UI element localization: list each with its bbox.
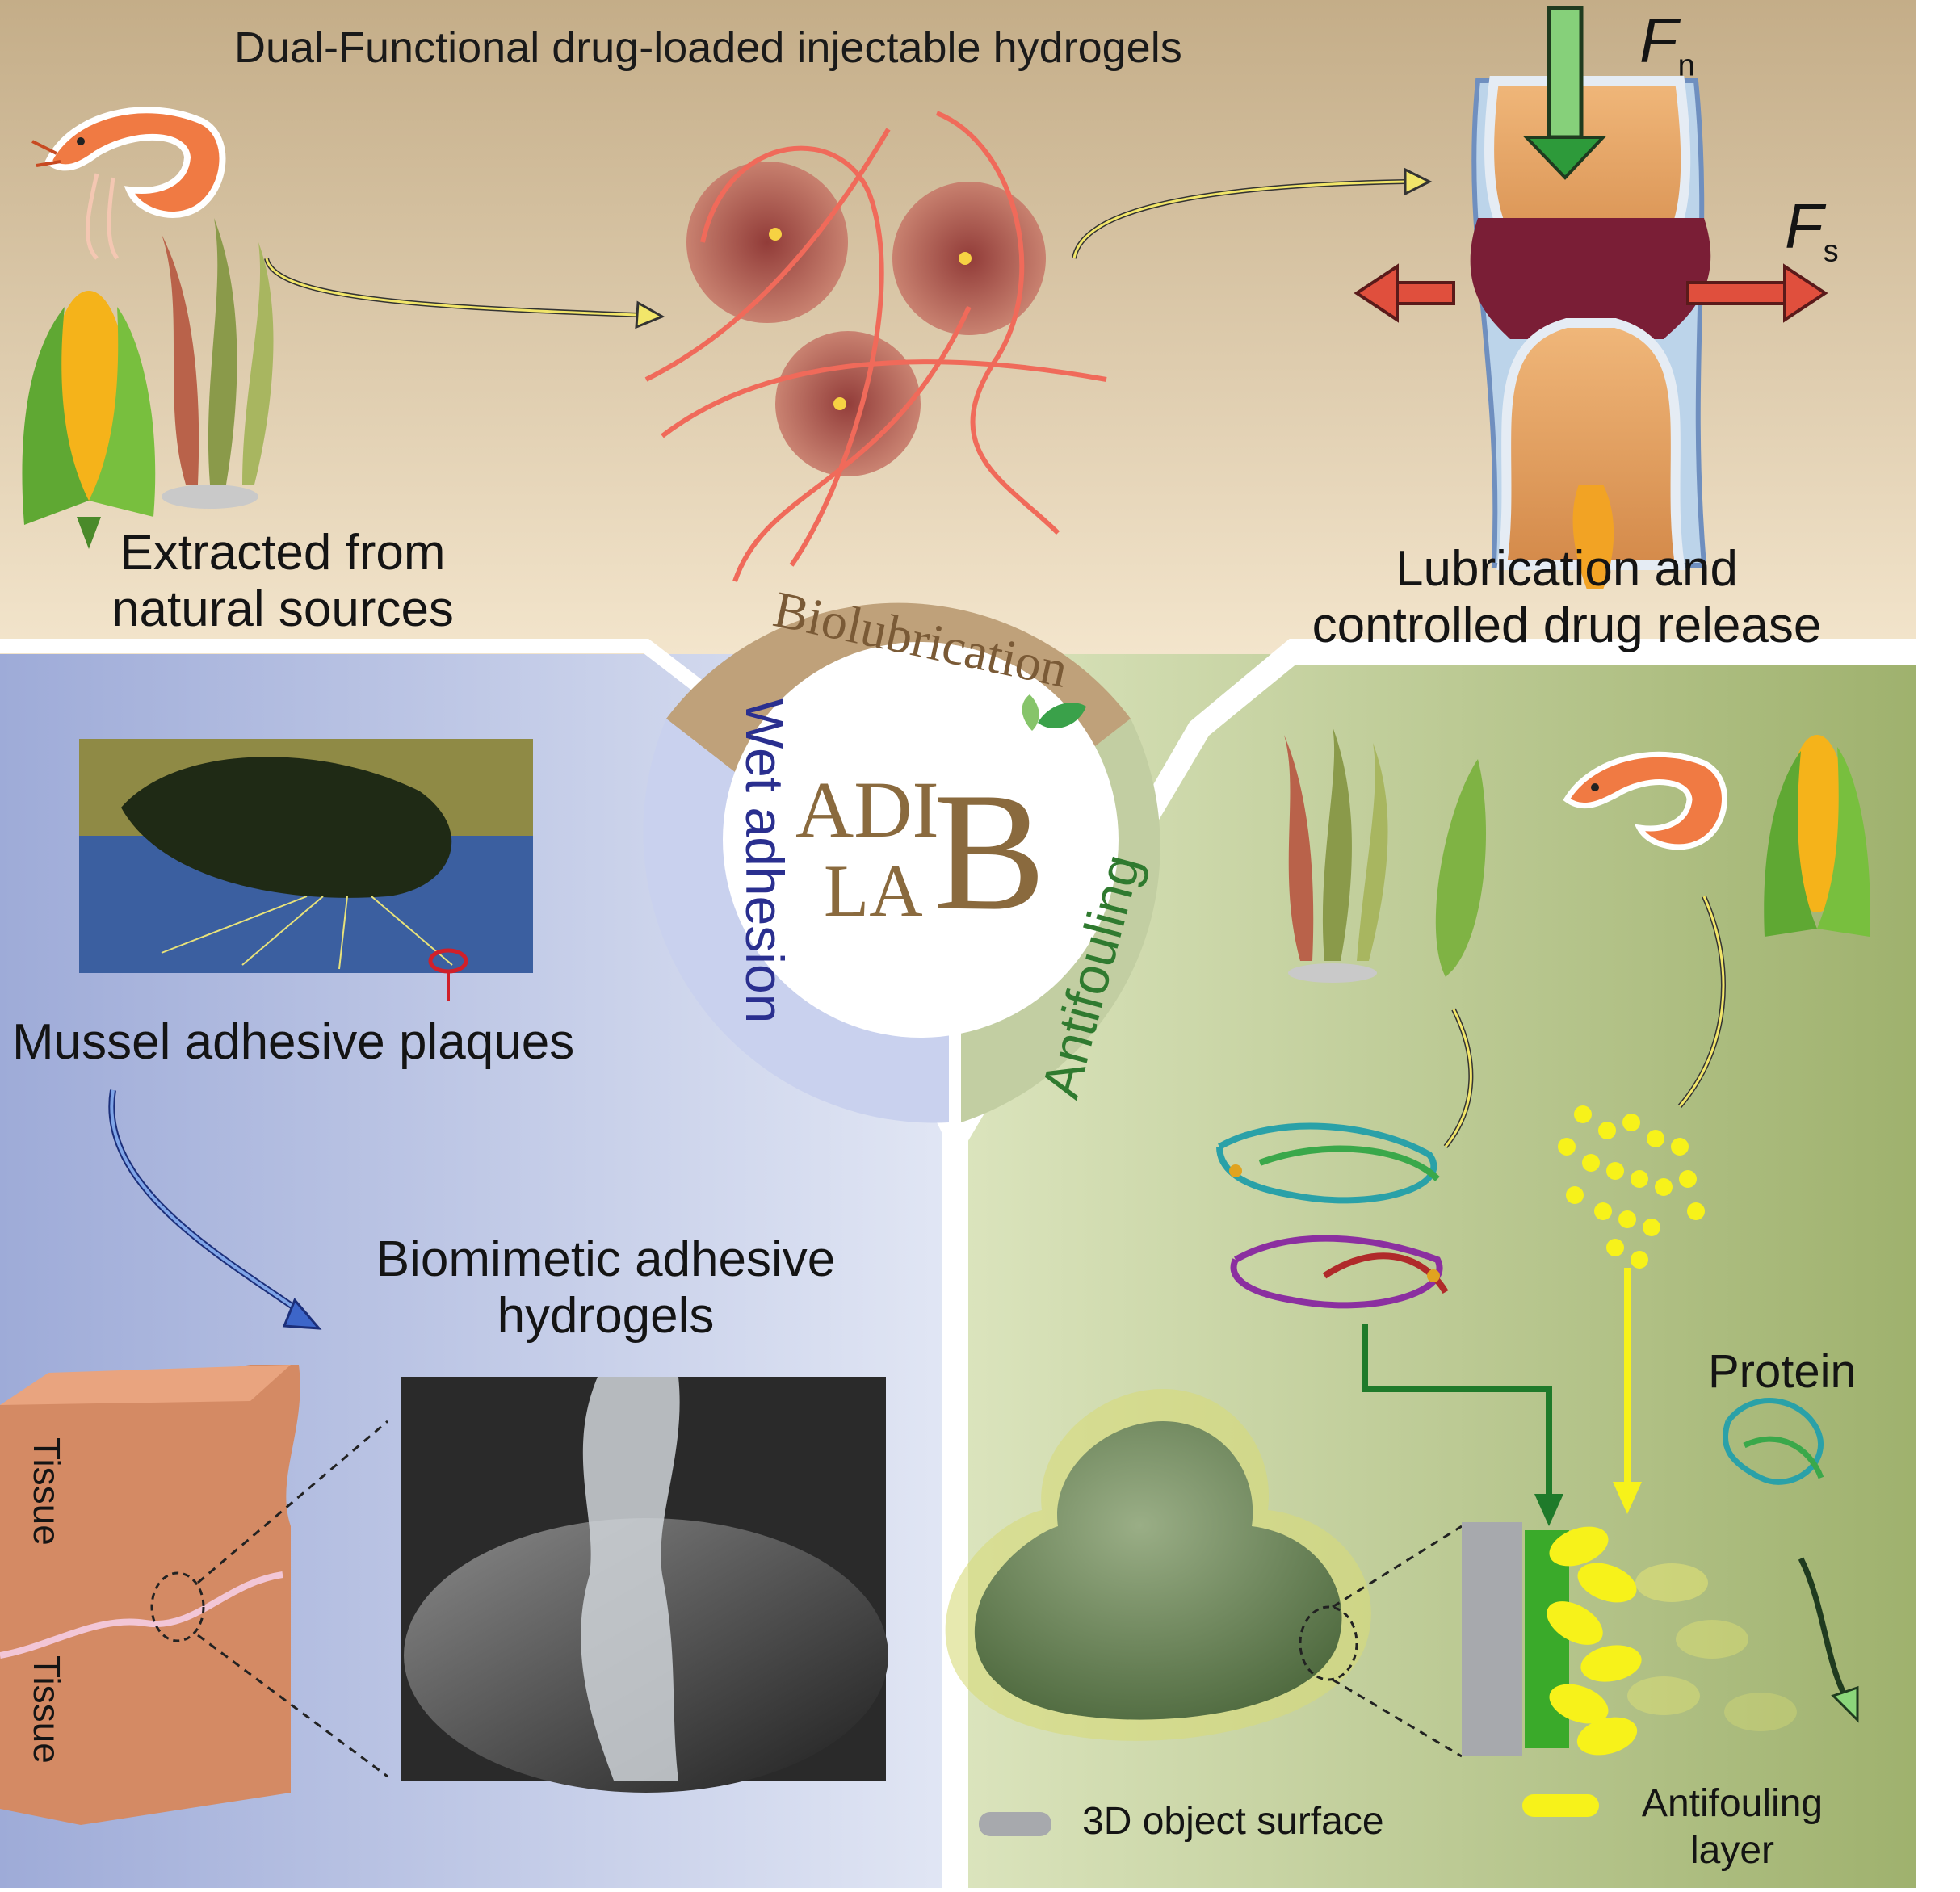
force-normal-label: Fn	[1639, 4, 1695, 84]
force-normal-letter: F	[1639, 5, 1678, 76]
knee-joint-icon	[1470, 76, 1711, 589]
source-label-line1: Extracted from	[120, 525, 446, 581]
logo-circle	[723, 642, 1119, 1038]
seaweed-icon	[1284, 727, 1388, 983]
force-shear-subscript: s	[1823, 234, 1839, 269]
seaweed-icon	[162, 218, 274, 509]
mussel-photo	[79, 739, 533, 1001]
logo-b: B	[933, 758, 1047, 946]
tissue-bottom-label: Tissue	[26, 1655, 68, 1764]
shear-force-arrow-left	[1396, 281, 1455, 305]
lubrication-label-line1: Lubrication and	[1396, 541, 1738, 597]
arrowhead	[635, 300, 665, 329]
surface-slab	[1462, 1522, 1522, 1756]
hydrogel-network-icon	[644, 111, 1107, 582]
protein-repelled-arrow	[1798, 1557, 1853, 1705]
corn-icon	[22, 291, 156, 549]
polysaccharide-icon	[1558, 1105, 1705, 1269]
shrimp-icon	[31, 107, 226, 260]
protein-structure-icon	[1216, 1122, 1449, 1309]
pod-icon	[1435, 759, 1486, 977]
normal-force-arrow	[1547, 6, 1584, 140]
right-margin	[1916, 0, 1960, 1888]
leaf-icon	[1038, 703, 1086, 729]
legend-antifouling-swatch	[1522, 1794, 1599, 1817]
legend-surface-swatch	[979, 1812, 1051, 1836]
antifouling-ellipses	[1547, 1526, 1797, 1756]
force-shear-letter: F	[1785, 191, 1824, 262]
protein-icon	[1722, 1398, 1824, 1485]
source-label: Extracted from natural sources	[73, 525, 493, 638]
shear-force-arrow-right	[1686, 281, 1786, 305]
biomimetic-label: Biomimetic adhesive hydrogels	[299, 1231, 913, 1345]
mussel-label: Mussel adhesive plaques	[12, 1014, 575, 1070]
legend-antifouling-line1: Antifouling	[1641, 1782, 1824, 1825]
protein-to-surface-connector	[1362, 1324, 1552, 1502]
force-normal-subscript: n	[1677, 48, 1695, 83]
diagram-title: Dual-Functional drug-loaded injectable h…	[234, 23, 1182, 72]
logo-adi: ADI	[795, 765, 939, 854]
biomimetic-label-line1: Biomimetic adhesive	[376, 1231, 836, 1287]
center-hub	[643, 602, 1160, 1123]
tissue-block-icon	[0, 1365, 388, 1825]
tissue-top-label: Tissue	[26, 1437, 68, 1546]
biomimetic-label-line2: hydrogels	[497, 1288, 715, 1344]
source-label-line2: natural sources	[111, 581, 454, 637]
legend-antifouling-line2: layer	[1689, 1829, 1775, 1872]
leaf-icon	[1022, 694, 1039, 731]
hydrogel-photo	[401, 1377, 888, 1793]
lubrication-label-line2: controlled drug release	[1312, 598, 1822, 653]
logo-la: LA	[824, 850, 923, 932]
corn-icon	[1764, 735, 1870, 937]
shrimp-icon	[1563, 751, 1727, 850]
protein-label: Protein	[1708, 1345, 1857, 1398]
legend-surface-label: 3D object surface	[1082, 1800, 1384, 1843]
force-shear-label: Fs	[1785, 190, 1839, 270]
wet-adhesion-label: Wet adhesion	[735, 698, 795, 1024]
3d-object-icon	[945, 1389, 1463, 1758]
lubrication-label: Lubrication and controlled drug release	[1260, 541, 1874, 654]
legend-antifouling-label: Antifouling layer	[1611, 1781, 1853, 1874]
